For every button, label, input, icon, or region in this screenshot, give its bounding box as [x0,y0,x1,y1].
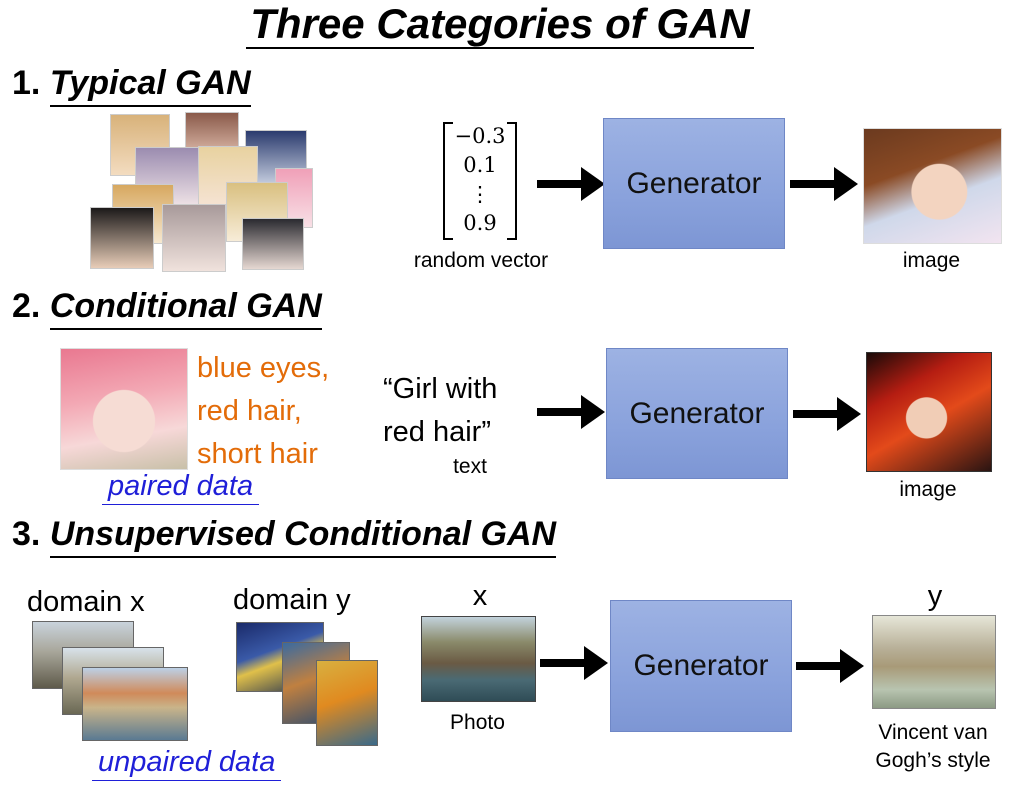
domain-x-label: domain x [27,586,145,618]
output-variable-y: y [927,580,943,612]
vector-entry: 0.1 [463,153,497,177]
unpaired-data-text: unpaired data [92,746,282,781]
generator-box: Generator [603,118,785,249]
caption-line: Vincent van [878,721,988,744]
arrow-icon [790,167,858,201]
input-photo [421,616,536,702]
random-vector-caption: random vector [413,249,549,272]
generator-box: Generator [610,600,792,732]
text-line: red hair” [383,416,491,448]
domain-x-photos [32,621,192,741]
generator-box: Generator [606,348,788,479]
vector-entry: ⋮ [469,182,491,206]
section-number: 1. [12,64,41,102]
paired-data-label: paired data [102,470,260,505]
section-number: 2. [12,287,41,325]
input-variable-x: x [472,580,488,612]
unpaired-data-label: unpaired data [92,746,282,781]
domain-y-label: domain y [233,584,351,616]
section-title: Unsupervised Conditional GAN [49,515,557,558]
output-caption: image [899,478,957,501]
vector-entry: −0.3 [454,124,506,148]
paired-data-text: paired data [102,470,260,505]
generator-label: Generator [626,166,762,200]
anime-face-pink-hair [60,348,188,470]
photo-caption: Photo [450,711,505,734]
tag-text: short hair [197,438,318,470]
random-vector: −0.3 0.1 ⋮ 0.9 [443,122,517,240]
section-heading-typical: 1. Typical GAN [12,64,251,107]
generated-anime-image [863,128,1002,244]
generated-red-hair-image [866,352,992,472]
attribute-tags: blue eyes, red hair, short hair [197,347,329,476]
tag-text: red hair, [197,395,302,427]
section-number: 3. [12,515,41,553]
generator-label: Generator [629,396,765,430]
text-condition: “Girl with red hair” [383,368,497,454]
vector-entry: 0.9 [463,211,497,235]
arrow-icon [537,167,605,201]
output-style-caption: Vincent van Gogh’s style [855,719,1011,775]
text-line: “Girl with [383,373,498,405]
generator-label: Generator [633,649,769,682]
domain-y-paintings [236,622,386,748]
title-text: Three Categories of GAN [246,0,754,49]
arrow-icon [540,646,608,680]
page-title: Three Categories of GAN [0,0,1000,49]
section-title: Typical GAN [49,64,251,107]
section-title: Conditional GAN [49,287,322,330]
tag-text: blue eyes, [197,352,330,384]
arrow-icon [796,649,864,683]
arrow-icon [793,397,861,431]
arrow-icon [537,395,605,429]
caption-line: Gogh’s style [875,749,991,772]
text-caption: text [453,455,487,478]
section-heading-unsupervised: 3. Unsupervised Conditional GAN [12,515,557,558]
section-heading-conditional: 2. Conditional GAN [12,287,322,330]
right-bracket [507,122,517,240]
left-bracket [443,122,453,240]
anime-faces-collage [90,112,313,272]
output-caption: image [902,249,961,272]
van-gogh-style-output [872,615,996,709]
